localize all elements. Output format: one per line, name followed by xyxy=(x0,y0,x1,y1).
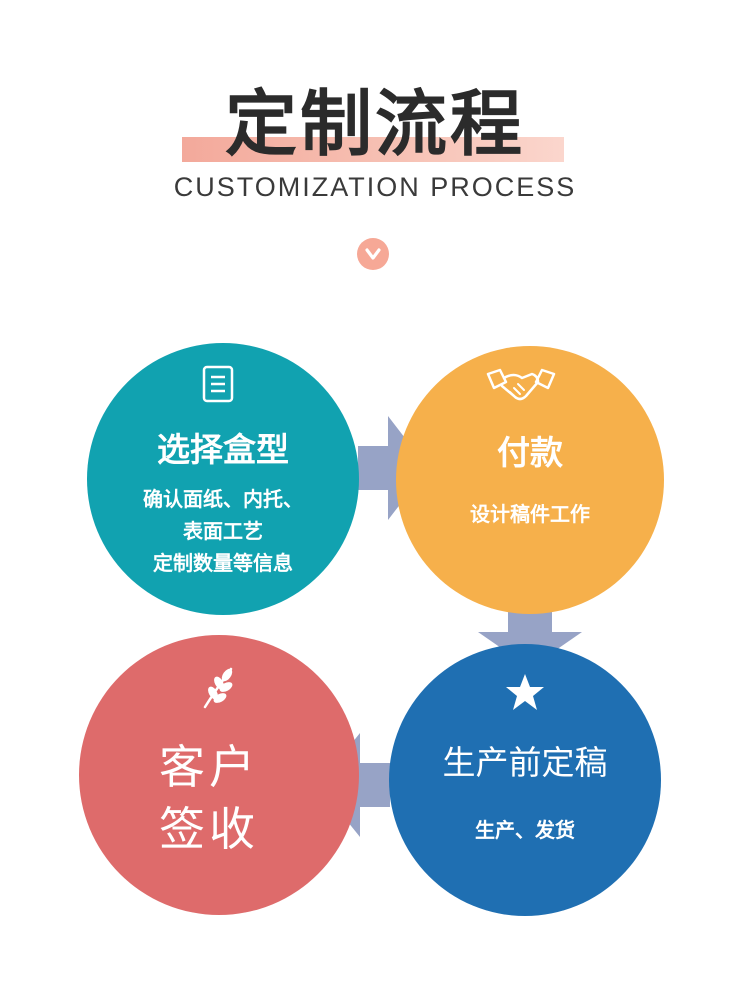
chevron-down-icon xyxy=(365,248,381,260)
page-subtitle: CUSTOMIZATION PROCESS xyxy=(173,172,577,202)
chevron-down-badge xyxy=(357,238,389,270)
step-1-title: 选择盒型 xyxy=(157,430,289,469)
step-1-circle: 选择盒型 确认面纸、内托、 表面工艺 定制数量等信息 xyxy=(87,343,359,615)
step-1-detail-line-3: 定制数量等信息 xyxy=(153,551,293,575)
step-4-title-line-2: 签收 xyxy=(159,802,259,856)
step-3-circle: 生产前定稿 生产、发货 xyxy=(389,644,661,916)
star-icon xyxy=(506,674,544,710)
page-title: 定制流程 xyxy=(224,82,525,166)
step-4-circle: 客户 签收 xyxy=(79,635,359,915)
step-4-title-line-1: 客户 xyxy=(159,740,259,794)
step-1-detail-line-1: 确认面纸、内托、 xyxy=(143,487,303,511)
leaf-icon xyxy=(203,667,233,709)
step-3-title: 生产前定稿 xyxy=(442,743,608,782)
step-1-detail-line-2: 表面工艺 xyxy=(183,519,263,543)
arrow-step2-to-step3 xyxy=(478,612,582,668)
arrow-step1-to-step2 xyxy=(358,416,428,520)
step-3-detail-line-1: 生产、发货 xyxy=(475,818,575,842)
header: 定制流程 xyxy=(0,80,750,180)
step-2-detail-line-1: 设计稿件工作 xyxy=(470,502,590,526)
step-2-title: 付款 xyxy=(497,433,563,472)
title-underline-bar xyxy=(182,137,564,162)
handshake-icon xyxy=(486,368,556,401)
document-icon xyxy=(202,365,234,403)
step-2-circle: 付款 设计稿件工作 xyxy=(396,346,664,614)
